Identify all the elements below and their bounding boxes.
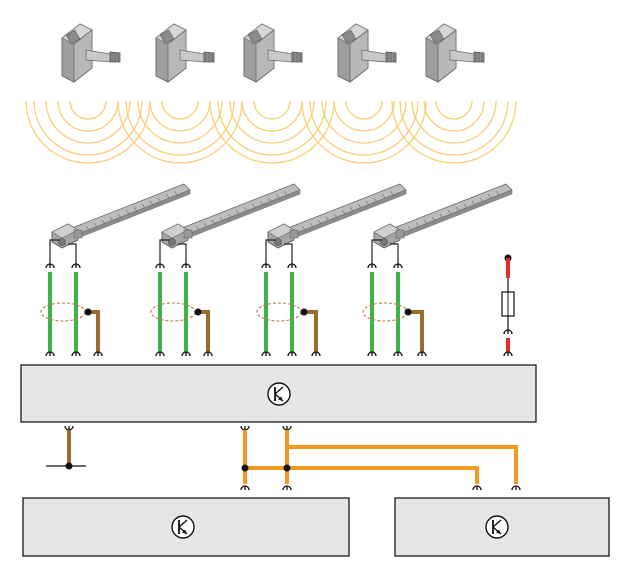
antenna-cable-3 (256, 263, 321, 357)
ground-connection (46, 430, 86, 470)
radio-wave-group (25, 100, 151, 164)
antenna-cables (40, 263, 427, 357)
tpms-sensor-icon (155, 23, 215, 83)
radio-wave-group (301, 100, 427, 164)
data-bus-wires (243, 430, 518, 484)
tpms-sensor-icon (243, 23, 303, 83)
control-unit-icon (267, 382, 291, 406)
antenna-lead-wires (49, 239, 399, 264)
radio-wave-group (117, 100, 243, 164)
tpms-sensor-icon (337, 23, 397, 83)
receiver-antennas (51, 183, 513, 249)
tpms-sensor-icon (425, 23, 485, 83)
control-unit-icon (171, 515, 195, 539)
antenna-cable-1 (40, 263, 103, 357)
power-supply-line (501, 254, 515, 357)
tpms-sensor-icon (61, 23, 121, 83)
radio-wave-icon (25, 100, 517, 164)
antenna-cable-4 (362, 263, 427, 357)
radio-wave-group (209, 100, 335, 164)
lower-right-control-unit (394, 497, 610, 557)
control-unit-icon (485, 515, 509, 539)
antenna-cable-2 (150, 263, 213, 357)
tire-pressure-sensors (61, 23, 485, 83)
radio-wave-group (391, 100, 517, 164)
